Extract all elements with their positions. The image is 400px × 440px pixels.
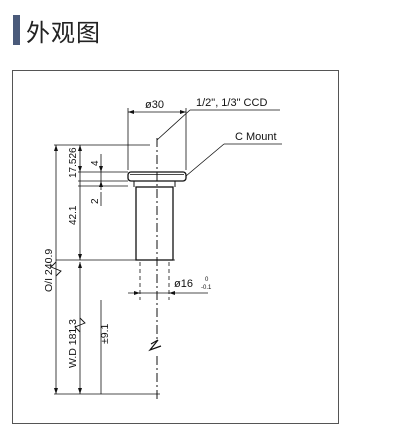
section-title: 外观图 [26, 18, 101, 47]
lens-barrel [135, 186, 174, 261]
dim-wd-arrow-bottom [78, 388, 82, 394]
dim-tol-upper: 0 [205, 277, 209, 283]
sensor-leader [156, 109, 191, 141]
label-mount: C Mount [235, 131, 277, 143]
dim-oi-arrow-bottom [54, 388, 58, 394]
drawing-frame [12, 70, 339, 424]
section-header: 外观图 [13, 14, 101, 47]
dim16-arrow-left [134, 291, 140, 295]
dim-diameter-16: ø16 [174, 278, 193, 290]
dim4-arrow-bottom [99, 181, 103, 187]
dim-2: 2 [90, 198, 101, 204]
dim-oi-break [50, 261, 62, 277]
dim-wd-arrow-top [78, 262, 82, 268]
dim42-arrow-bottom [78, 254, 82, 260]
dim-diameter-30: ø30 [145, 99, 164, 111]
label-sensor: 1/2", 1/3" CCD [196, 97, 267, 109]
dim30-arrow-right [180, 110, 186, 114]
dim-42-1: 42.1 [68, 205, 79, 225]
dim-tol: ±9.1 [99, 323, 111, 344]
dim4-arrow-top [99, 166, 103, 172]
dim30-arrow-left [128, 110, 134, 114]
mount-leader [185, 143, 225, 177]
dim-tol-lower: -0.1 [201, 285, 212, 291]
dim-oi-arrow-top [54, 145, 58, 151]
centerline-break-symbol [148, 339, 162, 352]
header-accent-bar [13, 15, 20, 45]
dim-oi: O/I 240.9 [43, 249, 55, 292]
dim-wd-break [74, 317, 86, 333]
dim-17-526: 17.526 [68, 147, 79, 178]
dim17-arrow-top [78, 145, 82, 151]
dim-wd: W.D 181.3 [67, 319, 79, 368]
dim-4: 4 [90, 160, 101, 166]
dim17-arrow-bottom [78, 166, 82, 172]
dim16-arrow-right [169, 291, 175, 295]
